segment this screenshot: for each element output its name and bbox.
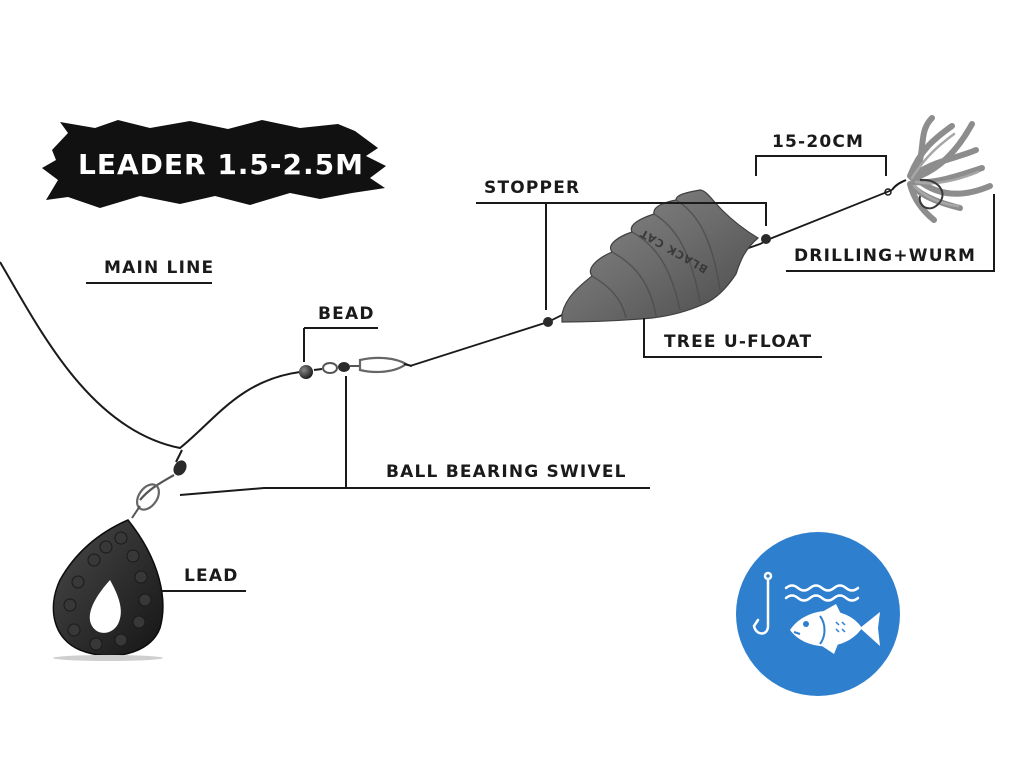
- lead-weight: [52, 519, 164, 661]
- label-bead-text: BEAD: [318, 304, 375, 324]
- label-main-line-text: MAIN LINE: [104, 258, 214, 278]
- ball-bearing-swivel: [313, 356, 413, 374]
- label-main-line: MAIN LINE: [86, 258, 214, 284]
- label-lead: LEAD: [160, 566, 246, 592]
- label-stopper: STOPPER: [476, 178, 767, 310]
- title-banner: LEADER 1.5-2.5M: [42, 120, 386, 208]
- label-drilling-wurm: DRILLING+WURM: [786, 194, 995, 272]
- lead-swivel: [131, 449, 187, 519]
- fishing-badge: [736, 532, 900, 696]
- label-bead: BEAD: [303, 304, 378, 362]
- hook-icon: [752, 571, 773, 635]
- label-ball-bearing-swivel: BALL BEARING SWIVEL: [179, 376, 650, 496]
- label-tree-u-float-text: TREE U-FLOAT: [664, 332, 812, 352]
- label-distance-text: 15-20CM: [772, 132, 864, 152]
- label-distance: 15-20CM: [755, 132, 887, 176]
- bead: [299, 365, 313, 379]
- fish-icon: [790, 604, 880, 654]
- label-stopper-text: STOPPER: [484, 178, 580, 198]
- title-banner-shape: [42, 120, 386, 208]
- main-line: [0, 261, 301, 450]
- label-tree-u-float: TREE U-FLOAT: [643, 318, 822, 358]
- label-ball-bearing-swivel-text: BALL BEARING SWIVEL: [386, 462, 627, 482]
- label-lead-text: LEAD: [184, 566, 239, 586]
- title-text: LEADER 1.5-2.5M: [78, 148, 364, 181]
- drilling-hook-worms: [884, 115, 993, 223]
- label-drilling-wurm-text: DRILLING+WURM: [794, 246, 976, 266]
- waves-icon: [784, 584, 860, 602]
- stopper-bead-lower: [543, 317, 553, 327]
- stopper-bead-upper: [761, 234, 771, 244]
- tree-u-float: BLACK CAT: [561, 189, 760, 323]
